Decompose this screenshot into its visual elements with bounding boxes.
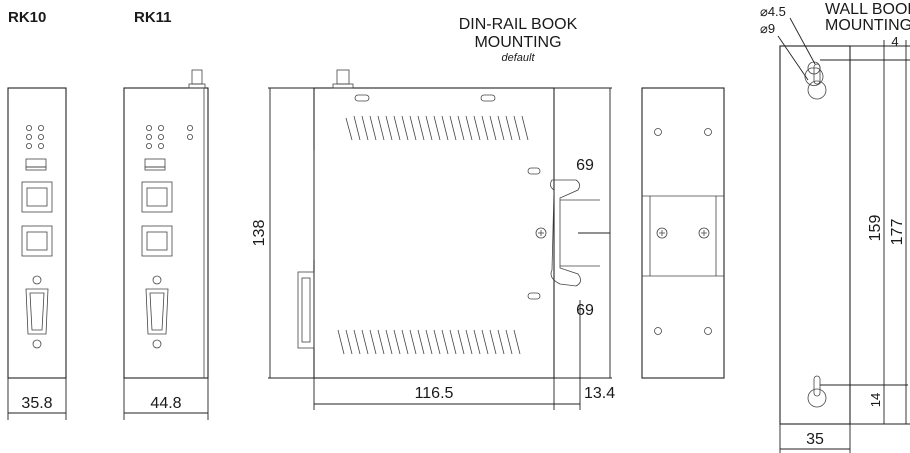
hole-small-diameter: ⌀4.5 [760,4,786,19]
top-4-value: 4 [891,34,898,49]
rk10-width-dimension: 35.8 [7,378,67,420]
rk11-front-view [123,69,209,379]
rail-13-value: 13.4 [584,385,615,402]
height-value: 138 [251,220,268,247]
din-bracket-back-view [641,87,725,379]
rk11-label: RK11 [134,9,172,26]
bottom-vent-slots [337,329,521,355]
plate-35-value: 35 [806,431,824,448]
wall-mounting-title-line1: WALL BOOK [825,1,910,18]
wall-mount-plate [779,45,851,425]
rk10-label: RK10 [8,9,46,26]
din-rail-title-line1: DIN-RAIL BOOK [459,16,578,33]
wall-plate-dimensions: 4 159 177 14 [820,34,910,425]
height-dimension: 138 [251,87,314,379]
rk10-front-view [7,87,67,379]
din-rail-side-view [297,69,610,379]
plate-width-dimension: 35 [779,424,851,453]
rk11-width-value: 44.8 [150,395,181,412]
top-vent-slots [345,115,529,141]
upper-69-value: 69 [576,157,594,174]
bottom-14-value: 14 [868,393,883,407]
rail-spacing-dimension: 69 69 [554,87,612,379]
span-159-value: 159 [867,215,884,242]
rk11-width-dimension: 44.8 [123,378,209,420]
din-rail-title-line2: MOUNTING [474,34,561,51]
din-rail-default-note: default [501,52,535,64]
depth-dimension: 116.5 13.4 [313,300,615,410]
depth-116-value: 116.5 [415,385,454,402]
wall-mounting-title-line2: MOUNTING [825,17,910,34]
lower-69-value: 69 [576,302,594,319]
hole-large-diameter: ⌀9 [760,21,775,36]
hole-callouts: ⌀4.5 ⌀9 [760,4,816,81]
rk10-width-value: 35.8 [21,395,52,412]
total-177-value: 177 [889,219,906,246]
